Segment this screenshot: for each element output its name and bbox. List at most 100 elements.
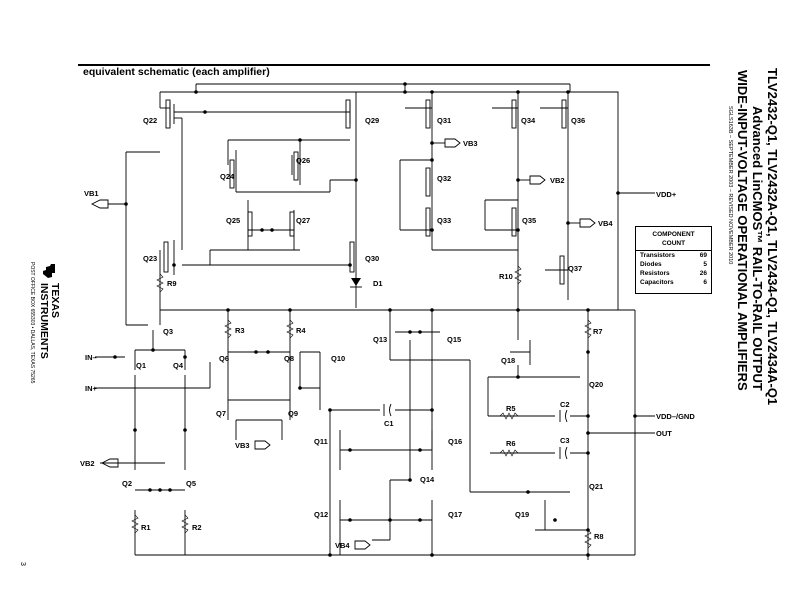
label-q23: Q23	[143, 254, 157, 263]
schematic-wires	[95, 83, 655, 560]
label-q22: Q22	[143, 116, 157, 125]
logo-instruments: INSTRUMENTS	[38, 283, 50, 359]
label-d1: D1	[373, 279, 383, 288]
diode-d1	[350, 278, 362, 288]
transistor-symbols	[163, 99, 567, 285]
label-q4: Q4	[173, 361, 184, 370]
label-c2: C2	[560, 400, 570, 409]
left-logo-block: TEXAS INSTRUMENTS POST OFFICE BOX 655303…	[29, 262, 61, 384]
label-q34: Q34	[521, 116, 536, 125]
schematic-labels: Q22 Q29 Q31 Q34 Q36 Q26 Q24 Q32 VB3 VB2 …	[80, 116, 695, 550]
label-q32: Q32	[437, 174, 451, 183]
header-rule	[78, 64, 710, 66]
label-q35: Q35	[522, 216, 536, 225]
right-title-block: TLV2432-Q1, TLV2432A-Q1, TLV2434-Q1, TLV…	[727, 68, 780, 405]
label-c3: C3	[560, 436, 570, 445]
count-value: 6	[703, 279, 707, 286]
label-q11: Q11	[314, 437, 328, 446]
label-r8: R8	[594, 532, 604, 541]
count-value: 26	[699, 270, 707, 277]
component-count-table: COMPONENT COUNT Transistors 69 Diodes 5 …	[635, 226, 712, 294]
label-q1: Q1	[136, 361, 146, 370]
title-line-3: WIDE-INPUT-VOLTAGE OPERATIONAL AMPLIFIER…	[735, 70, 750, 391]
label-r10: R10	[499, 272, 513, 281]
section-title: equivalent schematic (each amplifier)	[83, 66, 270, 78]
label-q18: Q18	[501, 356, 515, 365]
label-vb3: VB3	[463, 139, 478, 148]
document-number: SGLS163B – SEPTEMBER 2003 – REVISED NOVE…	[727, 106, 733, 265]
label-q26: Q26	[296, 156, 310, 165]
component-count-title-2: COUNT	[661, 240, 686, 247]
label-q15: Q15	[447, 335, 461, 344]
label-q3: Q3	[163, 327, 173, 336]
junction-dots	[113, 82, 637, 557]
label-q6: Q6	[219, 354, 229, 363]
label-vb2-out: VB2	[80, 459, 95, 468]
capacitor-symbols	[383, 403, 568, 460]
label-vdd-plus: VDD+	[656, 190, 677, 199]
count-row-capacitors: Capacitors 6	[636, 278, 711, 287]
label-q19: Q19	[515, 510, 529, 519]
label-q13: Q13	[373, 335, 387, 344]
label-in-plus: IN+	[85, 384, 98, 393]
label-r5: R5	[506, 404, 516, 413]
count-label: Capacitors	[640, 279, 674, 286]
label-q7: Q7	[216, 409, 226, 418]
post-office-address: POST OFFICE BOX 655303 • DALLAS, TEXAS 7…	[29, 262, 35, 384]
label-vb1: VB1	[84, 189, 99, 198]
label-c1: C1	[384, 419, 394, 428]
label-q36: Q36	[571, 116, 585, 125]
label-vb4: VB4	[598, 219, 613, 228]
label-q10: Q10	[331, 354, 345, 363]
component-count-header: COMPONENT COUNT	[636, 230, 711, 251]
label-q2: Q2	[122, 479, 132, 488]
count-label: Diodes	[640, 261, 662, 268]
count-row-transistors: Transistors 69	[636, 251, 711, 260]
count-row-diodes: Diodes 5	[636, 260, 711, 269]
label-q37: Q37	[568, 264, 582, 273]
label-q33: Q33	[437, 216, 451, 225]
page-number: 3	[19, 562, 26, 566]
label-q5: Q5	[186, 479, 196, 488]
title-line-2: Advanced LinCMOS™ RAIL-TO-RAIL OUTPUT	[750, 106, 765, 391]
pin-arrows	[90, 138, 596, 550]
label-r2: R2	[192, 523, 202, 532]
label-q24: Q24	[220, 172, 235, 181]
label-out: OUT	[656, 429, 672, 438]
count-value: 5	[703, 261, 707, 268]
count-row-resistors: Resistors 26	[636, 269, 711, 278]
label-vdd-minus: VDD–/GND	[656, 412, 695, 421]
label-r3: R3	[235, 326, 245, 335]
resistor-symbols	[131, 265, 592, 549]
label-q20: Q20	[589, 380, 603, 389]
label-vb3-in: VB3	[235, 441, 250, 450]
label-r4: R4	[296, 326, 306, 335]
label-r6: R6	[506, 439, 516, 448]
label-q31: Q31	[437, 116, 451, 125]
label-q29: Q29	[365, 116, 379, 125]
component-count-title-1: COMPONENT	[652, 231, 695, 238]
count-label: Resistors	[640, 270, 670, 277]
label-q27: Q27	[296, 216, 310, 225]
logo-texas: TEXAS	[49, 283, 61, 319]
label-r7: R7	[593, 327, 603, 336]
count-value: 69	[699, 252, 707, 259]
label-vb4-in: VB4	[335, 541, 350, 550]
label-q14: Q14	[420, 475, 435, 484]
label-q25: Q25	[226, 216, 240, 225]
count-label: Transistors	[640, 252, 676, 259]
label-q9: Q9	[288, 409, 298, 418]
label-q30: Q30	[365, 254, 379, 263]
label-q16: Q16	[448, 437, 462, 446]
title-line-1: TLV2432-Q1, TLV2432A-Q1, TLV2434-Q1, TLV…	[765, 68, 780, 406]
label-q12: Q12	[314, 510, 328, 519]
ti-logo-icon	[43, 264, 55, 278]
label-r1: R1	[141, 523, 151, 532]
label-q21: Q21	[589, 482, 603, 491]
label-q17: Q17	[448, 510, 462, 519]
label-q8: Q8	[284, 354, 294, 363]
label-vb2: VB2	[550, 176, 565, 185]
label-in-minus: IN–	[85, 353, 97, 362]
label-r9: R9	[167, 279, 177, 288]
